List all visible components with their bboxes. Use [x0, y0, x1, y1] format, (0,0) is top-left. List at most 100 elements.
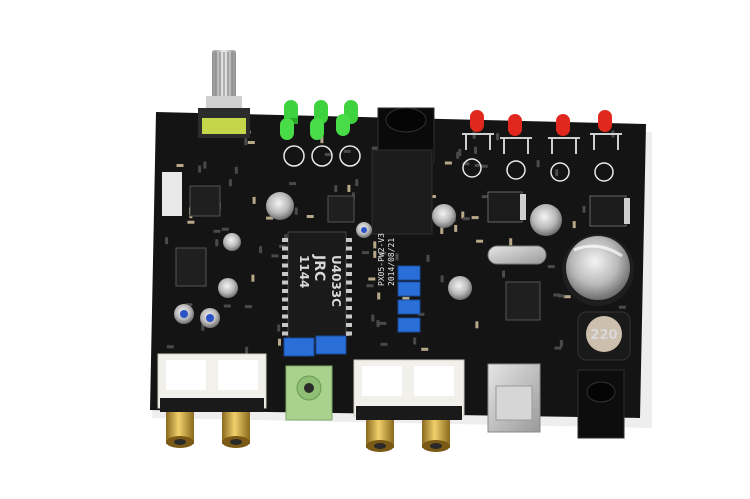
green-led-icon [336, 114, 350, 136]
smd-part [440, 275, 444, 283]
smd-part [228, 179, 232, 187]
smd-part [536, 160, 540, 168]
rca-block-right [353, 359, 465, 452]
smd-part [320, 136, 324, 144]
smd-part [294, 207, 298, 215]
smd-part [368, 277, 376, 281]
smd-part [198, 165, 202, 173]
smd-part [458, 149, 462, 156]
smd-part [371, 146, 379, 150]
smd-part [395, 253, 399, 261]
rca-jack-icon [366, 418, 394, 452]
electrolytic-capacitor-icon [174, 192, 562, 328]
crystal [487, 245, 547, 265]
smd-part [347, 184, 351, 192]
rca-jack-icon [222, 410, 250, 448]
smd-part [509, 238, 513, 246]
red-led-icon [556, 114, 570, 136]
main-chip-label-3: U4033C [329, 255, 343, 307]
smd-part [324, 153, 332, 156]
smd-part [244, 305, 252, 309]
smd-part [278, 338, 281, 346]
regulator [589, 195, 627, 227]
smd-part [259, 246, 263, 254]
smd-part [547, 265, 555, 269]
smd-part [343, 149, 351, 153]
smd-part [355, 179, 359, 187]
smd-part [379, 251, 387, 255]
smd-part [376, 320, 380, 328]
small-chip [327, 195, 355, 223]
aux-jack [285, 365, 333, 421]
smd-part [176, 164, 184, 167]
smd-part [279, 244, 287, 248]
smd-part [362, 251, 369, 255]
smd-part [247, 141, 255, 144]
smd-part [166, 345, 174, 349]
smd-part [421, 347, 429, 351]
smd-part [266, 216, 274, 220]
smd-part [417, 312, 425, 316]
usb-controller-chip [505, 281, 541, 321]
large-capacitor [562, 234, 634, 306]
smd-part [379, 321, 387, 325]
headphone-jack [371, 107, 435, 235]
smd-part [306, 215, 314, 218]
blue-trimmers [283, 265, 421, 357]
smd-part [413, 337, 417, 345]
green-led-icon [280, 118, 294, 140]
main-chip-label-1: 1144 [297, 255, 311, 288]
smd-part [462, 162, 470, 166]
dc-power-jack [577, 369, 625, 439]
smd-part [444, 161, 452, 165]
pcb-board [150, 112, 646, 418]
smd-part [244, 138, 248, 146]
smd-part [475, 321, 479, 329]
smd-part [502, 270, 505, 278]
smd-part [582, 205, 586, 213]
smd-part [563, 295, 571, 299]
smd-part [402, 296, 410, 300]
rca-block-left [157, 353, 267, 448]
smd-part [454, 224, 458, 232]
smd-part [284, 234, 288, 242]
rca-jack-icon [166, 410, 194, 448]
smd-part [554, 346, 562, 350]
smd-part [221, 227, 229, 231]
smd-part [203, 161, 207, 169]
smd-part [289, 182, 297, 186]
usb-b-port [487, 363, 541, 433]
green-led-icon [310, 118, 324, 140]
red-led-icon [598, 110, 612, 132]
smd-part [251, 274, 255, 282]
smd-part [277, 324, 281, 332]
smd-part [201, 323, 205, 331]
smd-part [366, 284, 374, 288]
red-led-icon [470, 110, 484, 132]
smd-part [426, 254, 430, 262]
smd-part [476, 239, 484, 243]
smd-part [185, 303, 193, 307]
main-chip: 1144 JRC U4033C [282, 231, 352, 343]
smd-part [480, 164, 488, 168]
board-date: 2014/08/21 [387, 238, 396, 286]
dip-chip [175, 247, 207, 287]
smd-part [462, 217, 470, 221]
smd-part [481, 195, 489, 199]
smd-part [555, 169, 559, 177]
smd-part [474, 163, 482, 167]
smd-part [373, 250, 377, 258]
smd-part [440, 227, 444, 234]
smd-part [252, 196, 256, 204]
board-model: PX05-PW2-V3 [377, 233, 386, 286]
inductor: 220 [577, 311, 631, 361]
smd-part [380, 342, 388, 346]
smd-part [223, 304, 231, 308]
potentiometer [198, 50, 250, 138]
smd-part [553, 293, 561, 297]
red-led-icon [508, 114, 522, 136]
red-led-group [462, 110, 622, 182]
smd-part [456, 151, 460, 159]
green-led-icon [314, 100, 328, 124]
